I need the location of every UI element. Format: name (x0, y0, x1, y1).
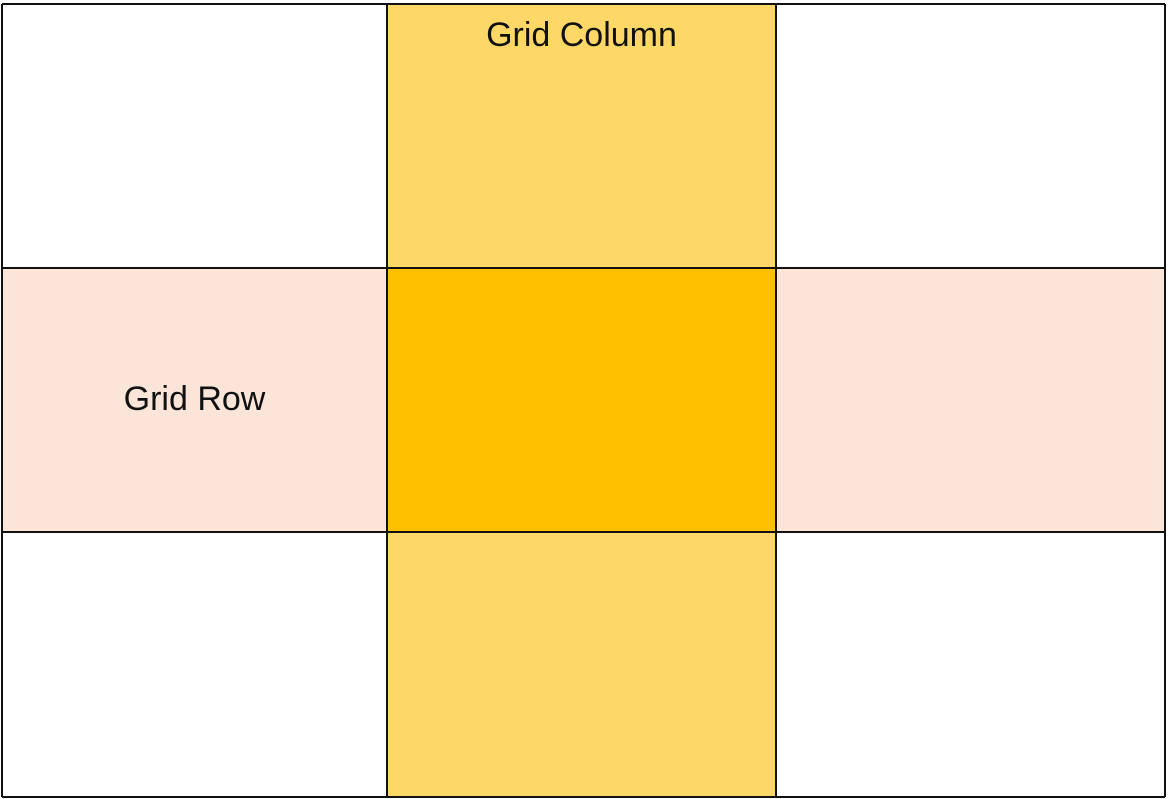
grid-line-horizontal-1 (2, 3, 1165, 5)
grid-cell-r1-c1 (2, 4, 387, 268)
grid-line-horizontal-3 (2, 531, 1165, 533)
grid-cell-r2-c2 (387, 268, 776, 532)
grid-cell-r1-c3 (776, 4, 1165, 268)
grid-diagram: Grid Column Grid Row (1, 3, 1166, 798)
grid-row-label: Grid Row (123, 380, 266, 418)
grid-cell-r3-c2 (387, 532, 776, 797)
grid-line-vertical-3 (775, 4, 777, 797)
grid-line-vertical-4 (1164, 4, 1166, 797)
grid-column-label: Grid Column (486, 16, 677, 54)
grid-line-vertical-1 (1, 4, 3, 797)
grid-cell-r1-c2 (387, 4, 776, 268)
grid-cell-r3-c3 (776, 532, 1165, 797)
grid-line-horizontal-2 (2, 267, 1165, 269)
grid-line-vertical-2 (386, 4, 388, 797)
grid-cell-r2-c3 (776, 268, 1165, 532)
grid-cell-r2-c1 (2, 268, 387, 532)
grid-line-horizontal-4 (2, 796, 1165, 798)
grid-cell-r3-c1 (2, 532, 387, 797)
